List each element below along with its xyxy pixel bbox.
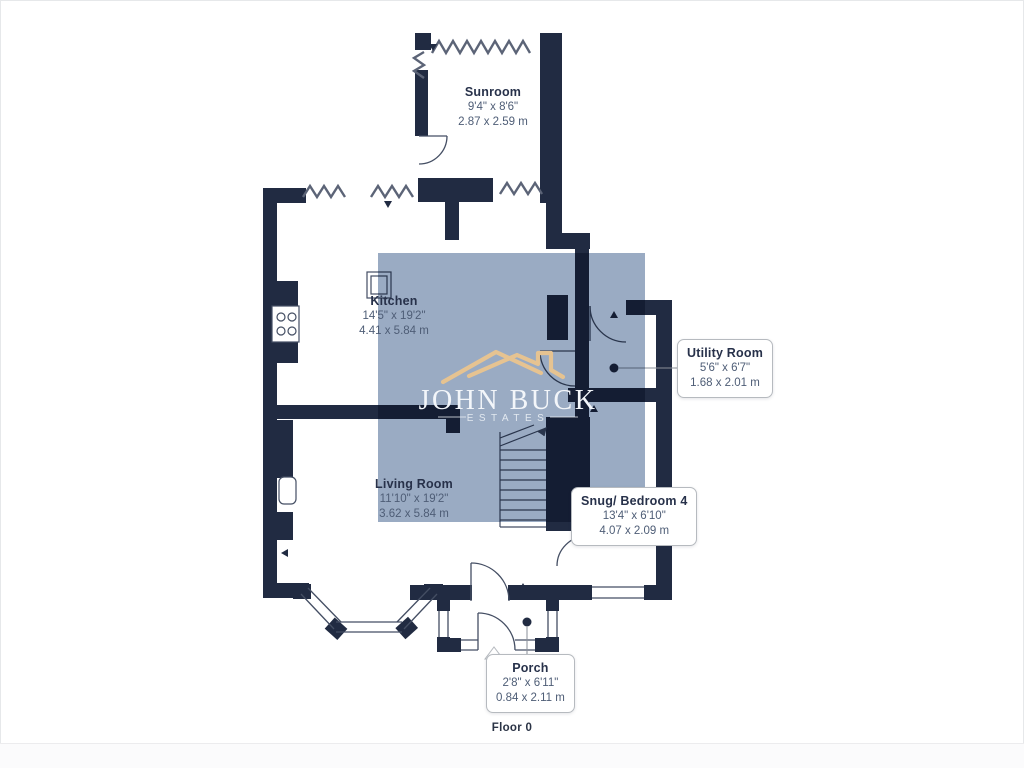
bay-window-posts <box>293 584 443 640</box>
snug-bedroom4-dims-m: 4.07 x 2.09 m <box>599 525 670 538</box>
sunroom-dims-m: 2.87 x 2.59 m <box>458 115 528 128</box>
sunroom-label: Sunroom 9'4" x 8'6" 2.87 x 2.59 m <box>458 84 528 129</box>
living-room-name: Living Room <box>375 477 453 491</box>
snug-bedroom4-callout: Snug/ Bedroom 4 13'4" x 6'10" 4.07 x 2.0… <box>571 487 698 547</box>
living-room-dims-ft: 11'10" x 19'2" <box>379 493 449 505</box>
sunroom-dims-ft: 9'4" x 8'6" <box>467 101 519 113</box>
utility-room-callout: Utility Room 5'6" x 6'7" 1.68 x 2.01 m <box>677 339 774 399</box>
stove-icon <box>271 305 300 343</box>
brand-tagline: ESTATES <box>467 413 550 424</box>
brand-watermark: JOHN BUCK ESTATES <box>419 349 598 424</box>
sunroom-name: Sunroom <box>464 85 522 99</box>
window-zigzag-icons <box>301 38 544 200</box>
floor-label: Floor 0 <box>491 722 533 734</box>
porch-name: Porch <box>512 661 549 675</box>
snug-bedroom4-name: Snug/ Bedroom 4 <box>581 494 688 508</box>
kitchen-label: Kitchen 14'5" x 19'2" 4.41 x 5.84 m <box>359 293 429 338</box>
kitchen-dims-m: 4.41 x 5.84 m <box>359 324 429 337</box>
porch-dims-m: 0.84 x 2.11 m <box>496 692 565 705</box>
utility-room-name: Utility Room <box>687 346 764 360</box>
utility-room-dims-m: 1.68 x 2.01 m <box>690 377 760 390</box>
watermark-overlay <box>378 253 645 522</box>
porch-callout: Porch 2'8" x 6'11" 0.84 x 2.11 m <box>486 654 575 714</box>
porch-dims-ft: 2'8" x 6'11" <box>502 677 559 690</box>
kitchen-name: Kitchen <box>370 294 418 308</box>
porch-leader-dot <box>522 617 532 627</box>
plain-windows <box>300 586 644 651</box>
fireplace-icon <box>278 476 297 505</box>
living-room-label: Living Room 11'10" x 19'2" 3.62 x 5.84 m <box>375 476 453 521</box>
kitchen-dims-ft: 14'5" x 19'2" <box>362 310 426 322</box>
page-bottom-edge <box>0 743 1024 768</box>
brand-name: JOHN BUCK <box>419 385 598 416</box>
utility-room-dims-ft: 5'6" x 6'7" <box>699 362 751 375</box>
snug-bedroom4-dims-ft: 13'4" x 6'10" <box>602 510 666 523</box>
living-room-dims-m: 3.62 x 5.84 m <box>379 507 449 520</box>
roofline-logo-icon <box>440 349 566 385</box>
